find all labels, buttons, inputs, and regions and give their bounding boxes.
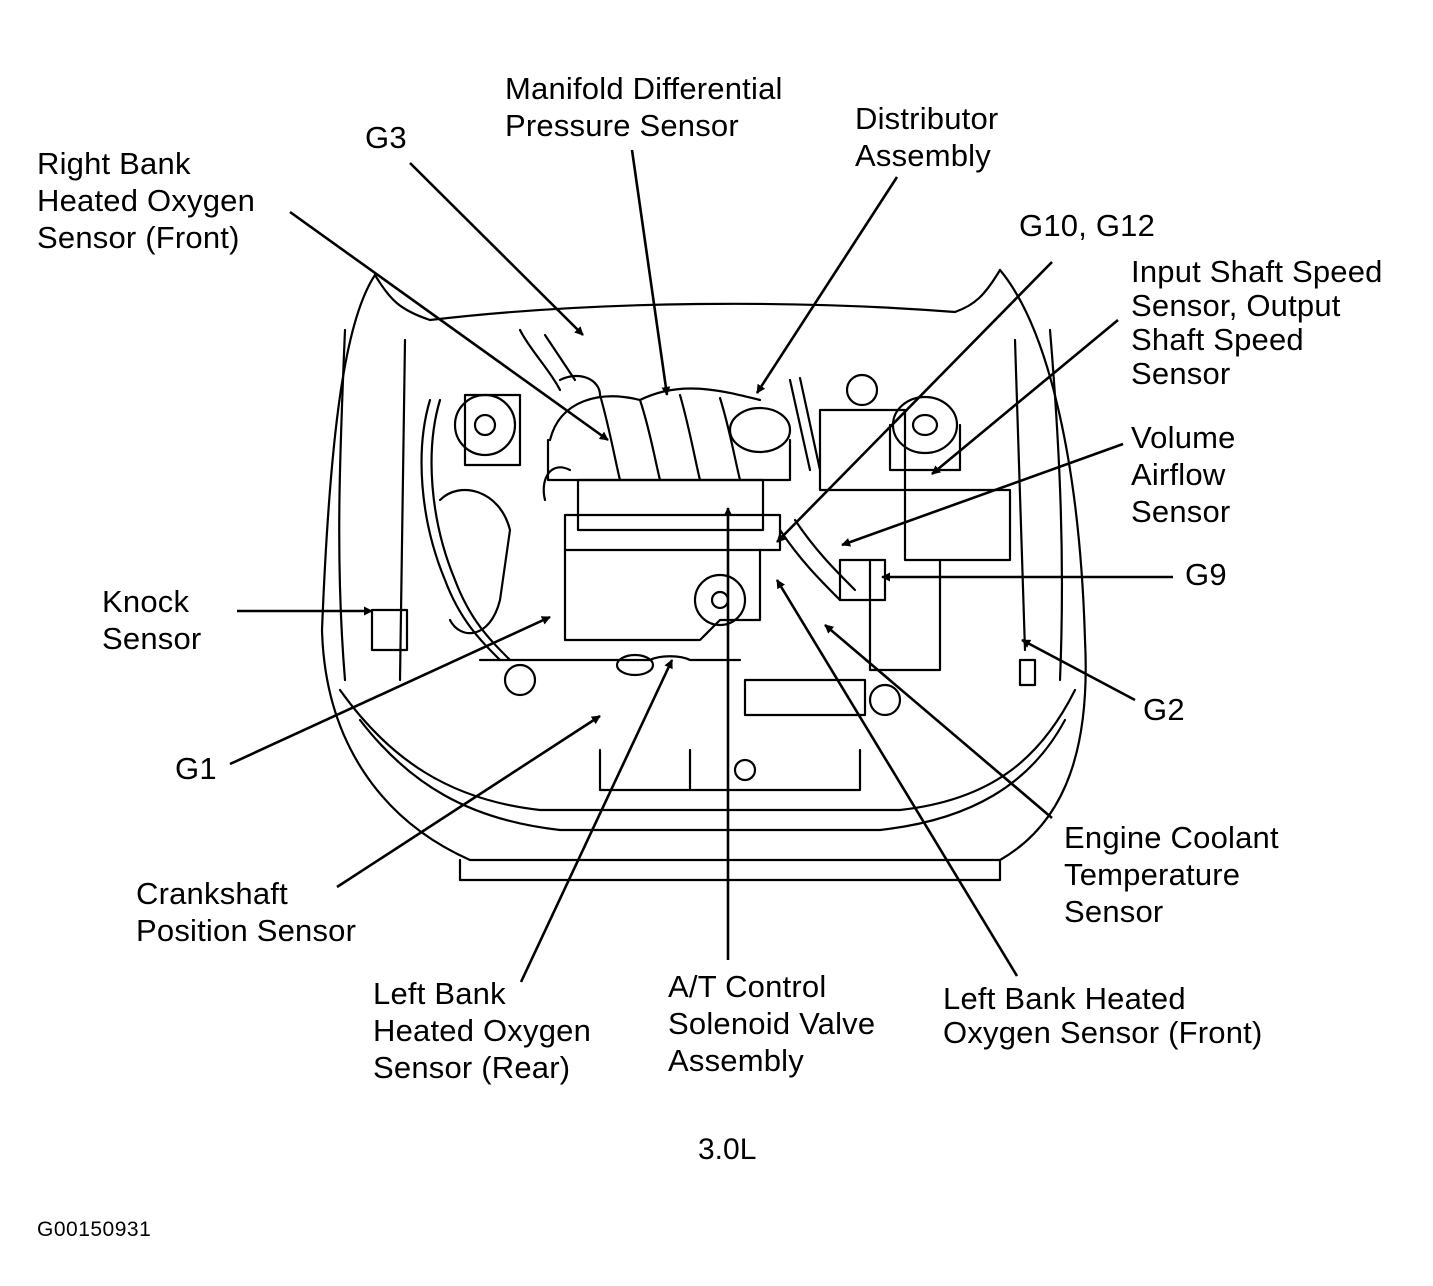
leader-distributor: [755, 176, 899, 394]
label-g9: G9: [1185, 557, 1227, 592]
label-distributor: Distributor Assembly: [855, 101, 999, 173]
label-crankshaft-position: Crankshaft Position Sensor: [136, 876, 357, 948]
label-g2: G2: [1143, 692, 1185, 727]
figure-id: G00150931: [37, 1218, 152, 1241]
label-knock-sensor: Knock Sensor: [102, 584, 202, 656]
label-at-control-solenoid: A/T Control Solenoid Valve Assembly: [668, 969, 876, 1078]
leader-crankshaft-position: [336, 714, 601, 889]
label-left-bank-front-o2: Left Bank Heated Oxygen Sensor (Front): [943, 981, 1263, 1050]
leader-g3: [409, 162, 584, 336]
label-g1: G1: [175, 751, 217, 786]
label-g10-g12: G10, G12: [1019, 208, 1156, 243]
label-volume-airflow: Volume Airflow Sensor: [1131, 420, 1236, 529]
leader-engine-coolant-temp: [824, 624, 1053, 819]
leader-lines: [229, 149, 1173, 983]
leader-left-bank-front-o2: [775, 579, 1019, 977]
leader-volume-airflow: [841, 442, 1124, 547]
hood-edge-left: [373, 273, 432, 322]
leader-g10-g12: [776, 261, 1053, 543]
leader-right-bank-front-o2: [289, 210, 609, 442]
label-manifold-diff-pressure: Manifold Differential Pressure Sensor: [505, 71, 783, 143]
leader-shaft-speed: [931, 318, 1119, 476]
cowl: [428, 302, 957, 322]
label-g3: G3: [365, 120, 407, 155]
label-right-bank-front-o2: Right Bank Heated Oxygen Sensor (Front): [37, 146, 256, 255]
label-shaft-speed-sensors: Input Shaft Speed Sensor, Output Shaft S…: [1131, 254, 1383, 391]
leader-manifold-diff-pressure: [630, 149, 671, 396]
label-left-bank-rear-o2: Left Bank Heated Oxygen Sensor (Rear): [373, 976, 592, 1085]
leader-g1: [229, 615, 551, 766]
body-outline: [320, 268, 1087, 862]
leader-left-bank-rear-o2: [519, 659, 674, 983]
engine-size-caption: 3.0L: [698, 1133, 757, 1166]
label-engine-coolant-temp: Engine Coolant Temperature Sensor: [1064, 820, 1279, 929]
leader-g2: [1021, 638, 1136, 702]
engine-drawing: [320, 268, 1087, 882]
hood-edge-right: [953, 268, 1002, 314]
